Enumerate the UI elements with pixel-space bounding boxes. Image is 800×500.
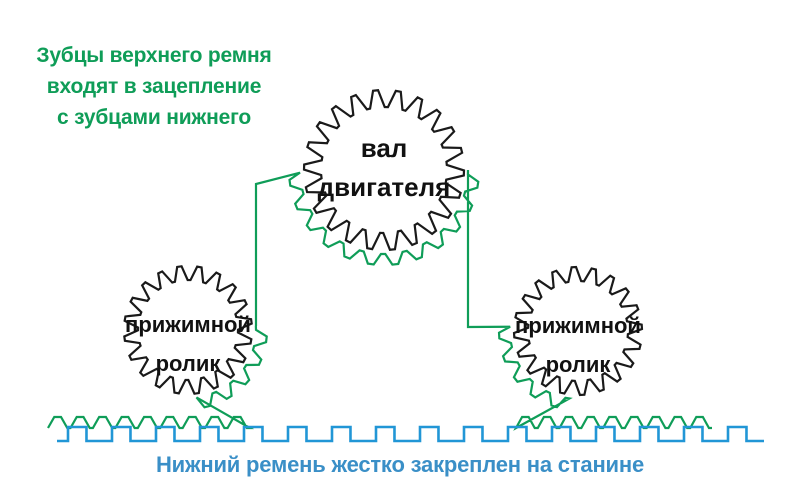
gear-labels-group: вал двигателя прижимной ролик прижимной … [125,133,641,377]
left-roller-shape [123,265,253,395]
right-roller-label-line2: ролик [546,352,612,377]
upper-belt-annotation: Зубцы верхнего ремня входят в зацепление… [14,40,294,133]
center-gear-label-line1: вал [361,133,408,163]
left-roller-label-line2: ролик [156,351,222,376]
center-gear-shape [302,89,466,251]
upper-belt-annotation-line-1: Зубцы верхнего ремня [36,44,272,67]
lower-belt-group [57,425,764,443]
upper-belt-annotation-line-2: входят в зацепление [46,75,262,98]
lower-belt-caption: Нижний ремень жестко закреплен на станин… [155,452,644,477]
center-gear-label-line2: двигателя [318,172,451,202]
right-roller-shape [512,265,644,397]
upper-belt-group [47,169,712,431]
gears-group [123,89,644,397]
right-roller-label-line1: прижимной [515,313,641,338]
lower-belt-path [57,425,764,443]
upper-belt-annotation-line-3: с зубцами нижнего [57,106,251,129]
left-roller-label-line1: прижимной [125,312,251,337]
upper-belt-path [47,169,712,431]
